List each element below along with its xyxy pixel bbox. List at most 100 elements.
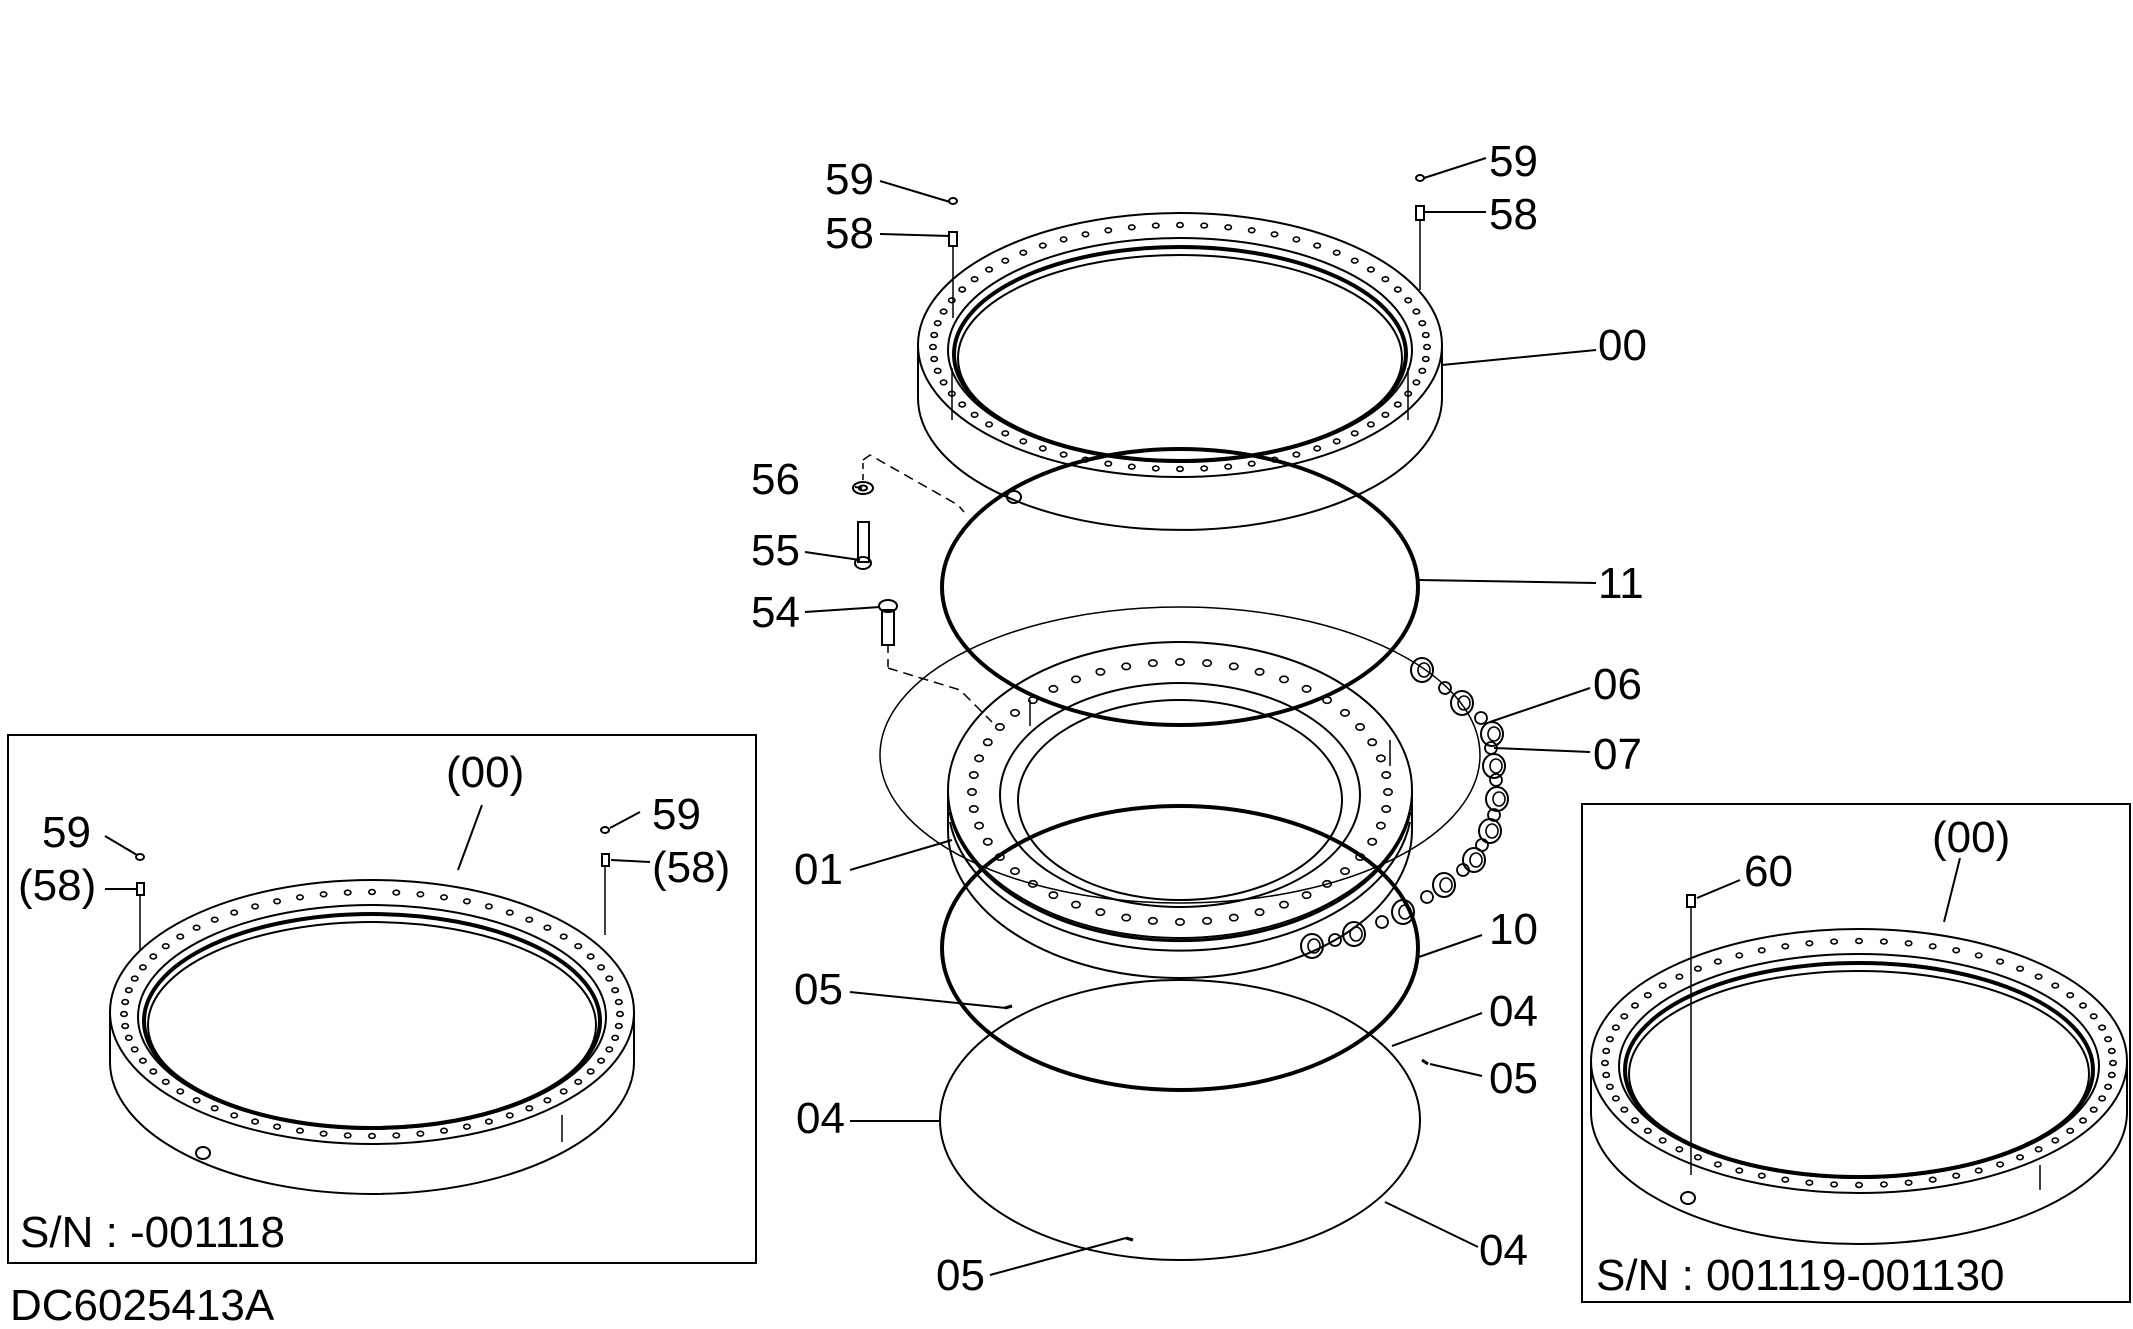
bolt-hole bbox=[2107, 1071, 2116, 1079]
bolt-hole bbox=[149, 1068, 158, 1075]
bolt-hole bbox=[1350, 430, 1359, 437]
bearing-spacer bbox=[1482, 753, 1506, 779]
bearing-spacer bbox=[1410, 657, 1434, 683]
bolt-hole bbox=[966, 787, 977, 796]
bolt-hole bbox=[1879, 938, 1888, 945]
bolt-hole bbox=[1421, 331, 1430, 339]
bolt-hole bbox=[2034, 973, 2043, 980]
bolt-hole bbox=[597, 1057, 606, 1064]
bolt-hole bbox=[124, 986, 133, 994]
bolt-hole bbox=[1601, 1059, 1610, 1067]
bolt-hole bbox=[1658, 1137, 1667, 1144]
bolt-hole bbox=[574, 942, 583, 950]
bolt-hole bbox=[1019, 249, 1028, 256]
bolt-hole bbox=[416, 1130, 425, 1137]
bolt-hole bbox=[2051, 1137, 2060, 1144]
bolt-hole bbox=[1974, 1167, 1983, 1174]
bolt-hole bbox=[251, 1118, 260, 1125]
bolt-hole bbox=[1366, 266, 1375, 273]
bolt-hole bbox=[1027, 879, 1038, 888]
outer-ring-part bbox=[917, 212, 1443, 531]
bolt-hole bbox=[1350, 257, 1359, 264]
bolt-hole bbox=[958, 401, 967, 408]
bolt-hole bbox=[1332, 249, 1341, 256]
bolt-hole bbox=[230, 909, 239, 916]
bolt-hole bbox=[1151, 465, 1160, 472]
bolt-hole bbox=[2079, 1117, 2088, 1124]
bolt-hole bbox=[614, 998, 623, 1006]
bolt-hole bbox=[1605, 1035, 1614, 1043]
bolt-hole bbox=[586, 1068, 595, 1075]
bolt-hole bbox=[2089, 1013, 2098, 1020]
bolt-hole bbox=[124, 1034, 133, 1042]
bolt-hole bbox=[1805, 940, 1814, 947]
plate-part bbox=[939, 979, 1421, 1261]
bolt-hole bbox=[505, 909, 514, 916]
bolt-hole bbox=[1974, 952, 1983, 959]
bolt-hole bbox=[1322, 879, 1333, 888]
bolt-hole bbox=[1381, 276, 1390, 283]
bolt-hole bbox=[1254, 667, 1265, 676]
bolt-hole bbox=[1200, 465, 1209, 472]
inset-right: (00) 60 S/N : 001119-001130 bbox=[1581, 803, 2131, 1303]
bolt-hole bbox=[1019, 438, 1028, 445]
bolt-hole bbox=[586, 953, 595, 960]
bolt-hole bbox=[543, 1097, 552, 1104]
bolt-hole bbox=[974, 754, 985, 763]
bolt-hole bbox=[2016, 1154, 2025, 1161]
bolt-hole bbox=[1279, 675, 1290, 684]
bolt-hole bbox=[597, 964, 606, 971]
bolt-hole bbox=[1375, 754, 1386, 763]
callout-58-left: 58 bbox=[825, 209, 874, 258]
bolt-hole bbox=[930, 355, 939, 363]
bolt-hole bbox=[1805, 1179, 1814, 1186]
bearing-ball bbox=[1456, 863, 1470, 877]
seal-ring-part bbox=[940, 447, 1420, 727]
callout-05-c: 05 bbox=[936, 1251, 985, 1300]
bolt-hole bbox=[1381, 770, 1392, 779]
bolt-hole bbox=[1904, 1179, 1913, 1186]
bolt-hole bbox=[1081, 231, 1090, 238]
bolt-hole bbox=[985, 421, 994, 428]
callout-10: 10 bbox=[1489, 905, 1538, 954]
bolt-hole bbox=[611, 986, 620, 994]
bolt-hole bbox=[1418, 367, 1427, 374]
bolt-hole bbox=[319, 1130, 328, 1137]
bolt-hole bbox=[484, 903, 493, 910]
bolt-hole bbox=[392, 1132, 401, 1139]
bolt-hole bbox=[1009, 708, 1020, 717]
bolt-hole bbox=[939, 308, 948, 315]
bolt-hole bbox=[1602, 1047, 1611, 1055]
bolt-hole bbox=[2109, 1059, 2118, 1067]
bolt-hole bbox=[1631, 1002, 1640, 1009]
callout-labels: 59 58 59 58 00 56 55 54 11 06 07 01 10 0… bbox=[751, 137, 1647, 1300]
bolt-hole bbox=[1412, 379, 1421, 386]
bolt-hole bbox=[2098, 1024, 2107, 1031]
bolt-hole bbox=[130, 1046, 139, 1053]
bolt-hole bbox=[295, 894, 304, 901]
callout-59-right: 59 bbox=[1489, 137, 1538, 186]
bolt-hole bbox=[1381, 804, 1392, 813]
bolt-hole bbox=[1952, 947, 1961, 954]
bolt-hole bbox=[343, 889, 352, 896]
bolt-hole bbox=[161, 942, 170, 950]
bolt-hole bbox=[251, 903, 260, 910]
bolt-hole bbox=[192, 924, 201, 931]
bolt-hole bbox=[1176, 465, 1185, 473]
bolt-hole bbox=[1001, 430, 1010, 437]
bolt-hole bbox=[1830, 938, 1839, 945]
bolt-hole bbox=[1611, 1095, 1620, 1102]
bolt-hole bbox=[947, 390, 956, 397]
leader-lines bbox=[804, 157, 1597, 1276]
bolt-hole bbox=[1292, 236, 1301, 243]
bolt-hole bbox=[161, 1078, 170, 1086]
bolt-hole bbox=[968, 804, 979, 813]
bolt-hole bbox=[1620, 1106, 1629, 1113]
fastener-58-59-left bbox=[948, 197, 958, 318]
bolt-hole bbox=[2016, 965, 2025, 972]
bolt-hole bbox=[1048, 891, 1059, 900]
bolt-hole bbox=[192, 1097, 201, 1104]
bolt-hole bbox=[138, 1057, 147, 1064]
callout-05-a: 05 bbox=[794, 965, 843, 1014]
